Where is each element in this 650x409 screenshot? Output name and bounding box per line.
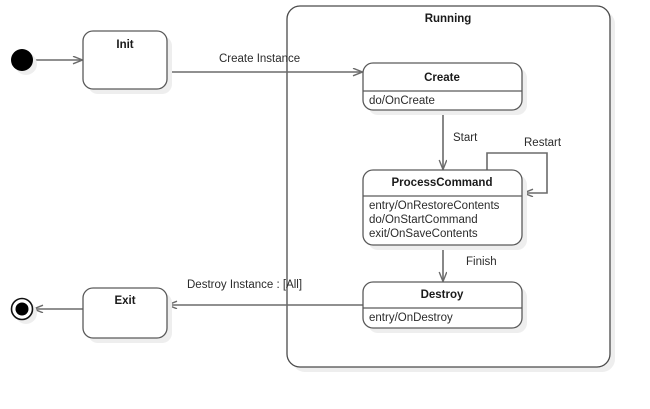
- state-destroy[interactable]: Destroy entry/OnDestroy: [362, 281, 527, 333]
- state-title-create: Create: [424, 72, 460, 84]
- final-node-inner-circle: [15, 302, 29, 316]
- state-action-line: entry/OnRestoreContents: [369, 200, 500, 212]
- transition-create-instance[interactable]: Create Instance: [167, 53, 362, 72]
- state-process-command[interactable]: ProcessCommand entry/OnRestoreContents d…: [362, 169, 527, 250]
- state-box[interactable]: [82, 30, 168, 90]
- transition-label-create-instance: Create Instance: [219, 53, 300, 65]
- transition-destroy-instance[interactable]: Destroy Instance : [All]: [168, 279, 363, 305]
- state-exit[interactable]: Exit: [82, 287, 172, 343]
- state-title-init: Init: [116, 39, 133, 51]
- state-action-line: exit/OnSaveContents: [369, 228, 478, 240]
- state-title-process-command: ProcessCommand: [392, 177, 493, 189]
- state-box[interactable]: [362, 62, 523, 111]
- transition-line: [486, 152, 548, 193]
- initial-node-circle[interactable]: [11, 49, 33, 71]
- initial-state-node[interactable]: [11, 49, 37, 75]
- transition-label-restart: Restart: [524, 137, 562, 149]
- state-box[interactable]: [362, 169, 523, 246]
- state-init[interactable]: Init: [82, 30, 172, 94]
- transition-start[interactable]: Start: [443, 110, 478, 169]
- state-action-line: do/OnStartCommand: [369, 214, 478, 226]
- state-box[interactable]: [362, 281, 523, 329]
- state-title-destroy: Destroy: [421, 289, 464, 301]
- state-title-exit: Exit: [114, 295, 135, 307]
- composite-state-title: Running: [425, 13, 472, 25]
- final-state-node[interactable]: [10, 297, 38, 325]
- state-action-line: entry/OnDestroy: [369, 312, 453, 324]
- transition-label-destroy-instance: Destroy Instance : [All]: [187, 279, 302, 291]
- state-action-line: do/OnCreate: [369, 95, 435, 107]
- transition-restart[interactable]: Restart: [486, 137, 562, 193]
- transition-label-start: Start: [453, 132, 478, 144]
- transition-finish[interactable]: Finish: [443, 245, 497, 281]
- state-box[interactable]: [82, 287, 168, 339]
- transition-label-finish: Finish: [466, 256, 497, 268]
- state-create[interactable]: Create do/OnCreate: [362, 62, 527, 115]
